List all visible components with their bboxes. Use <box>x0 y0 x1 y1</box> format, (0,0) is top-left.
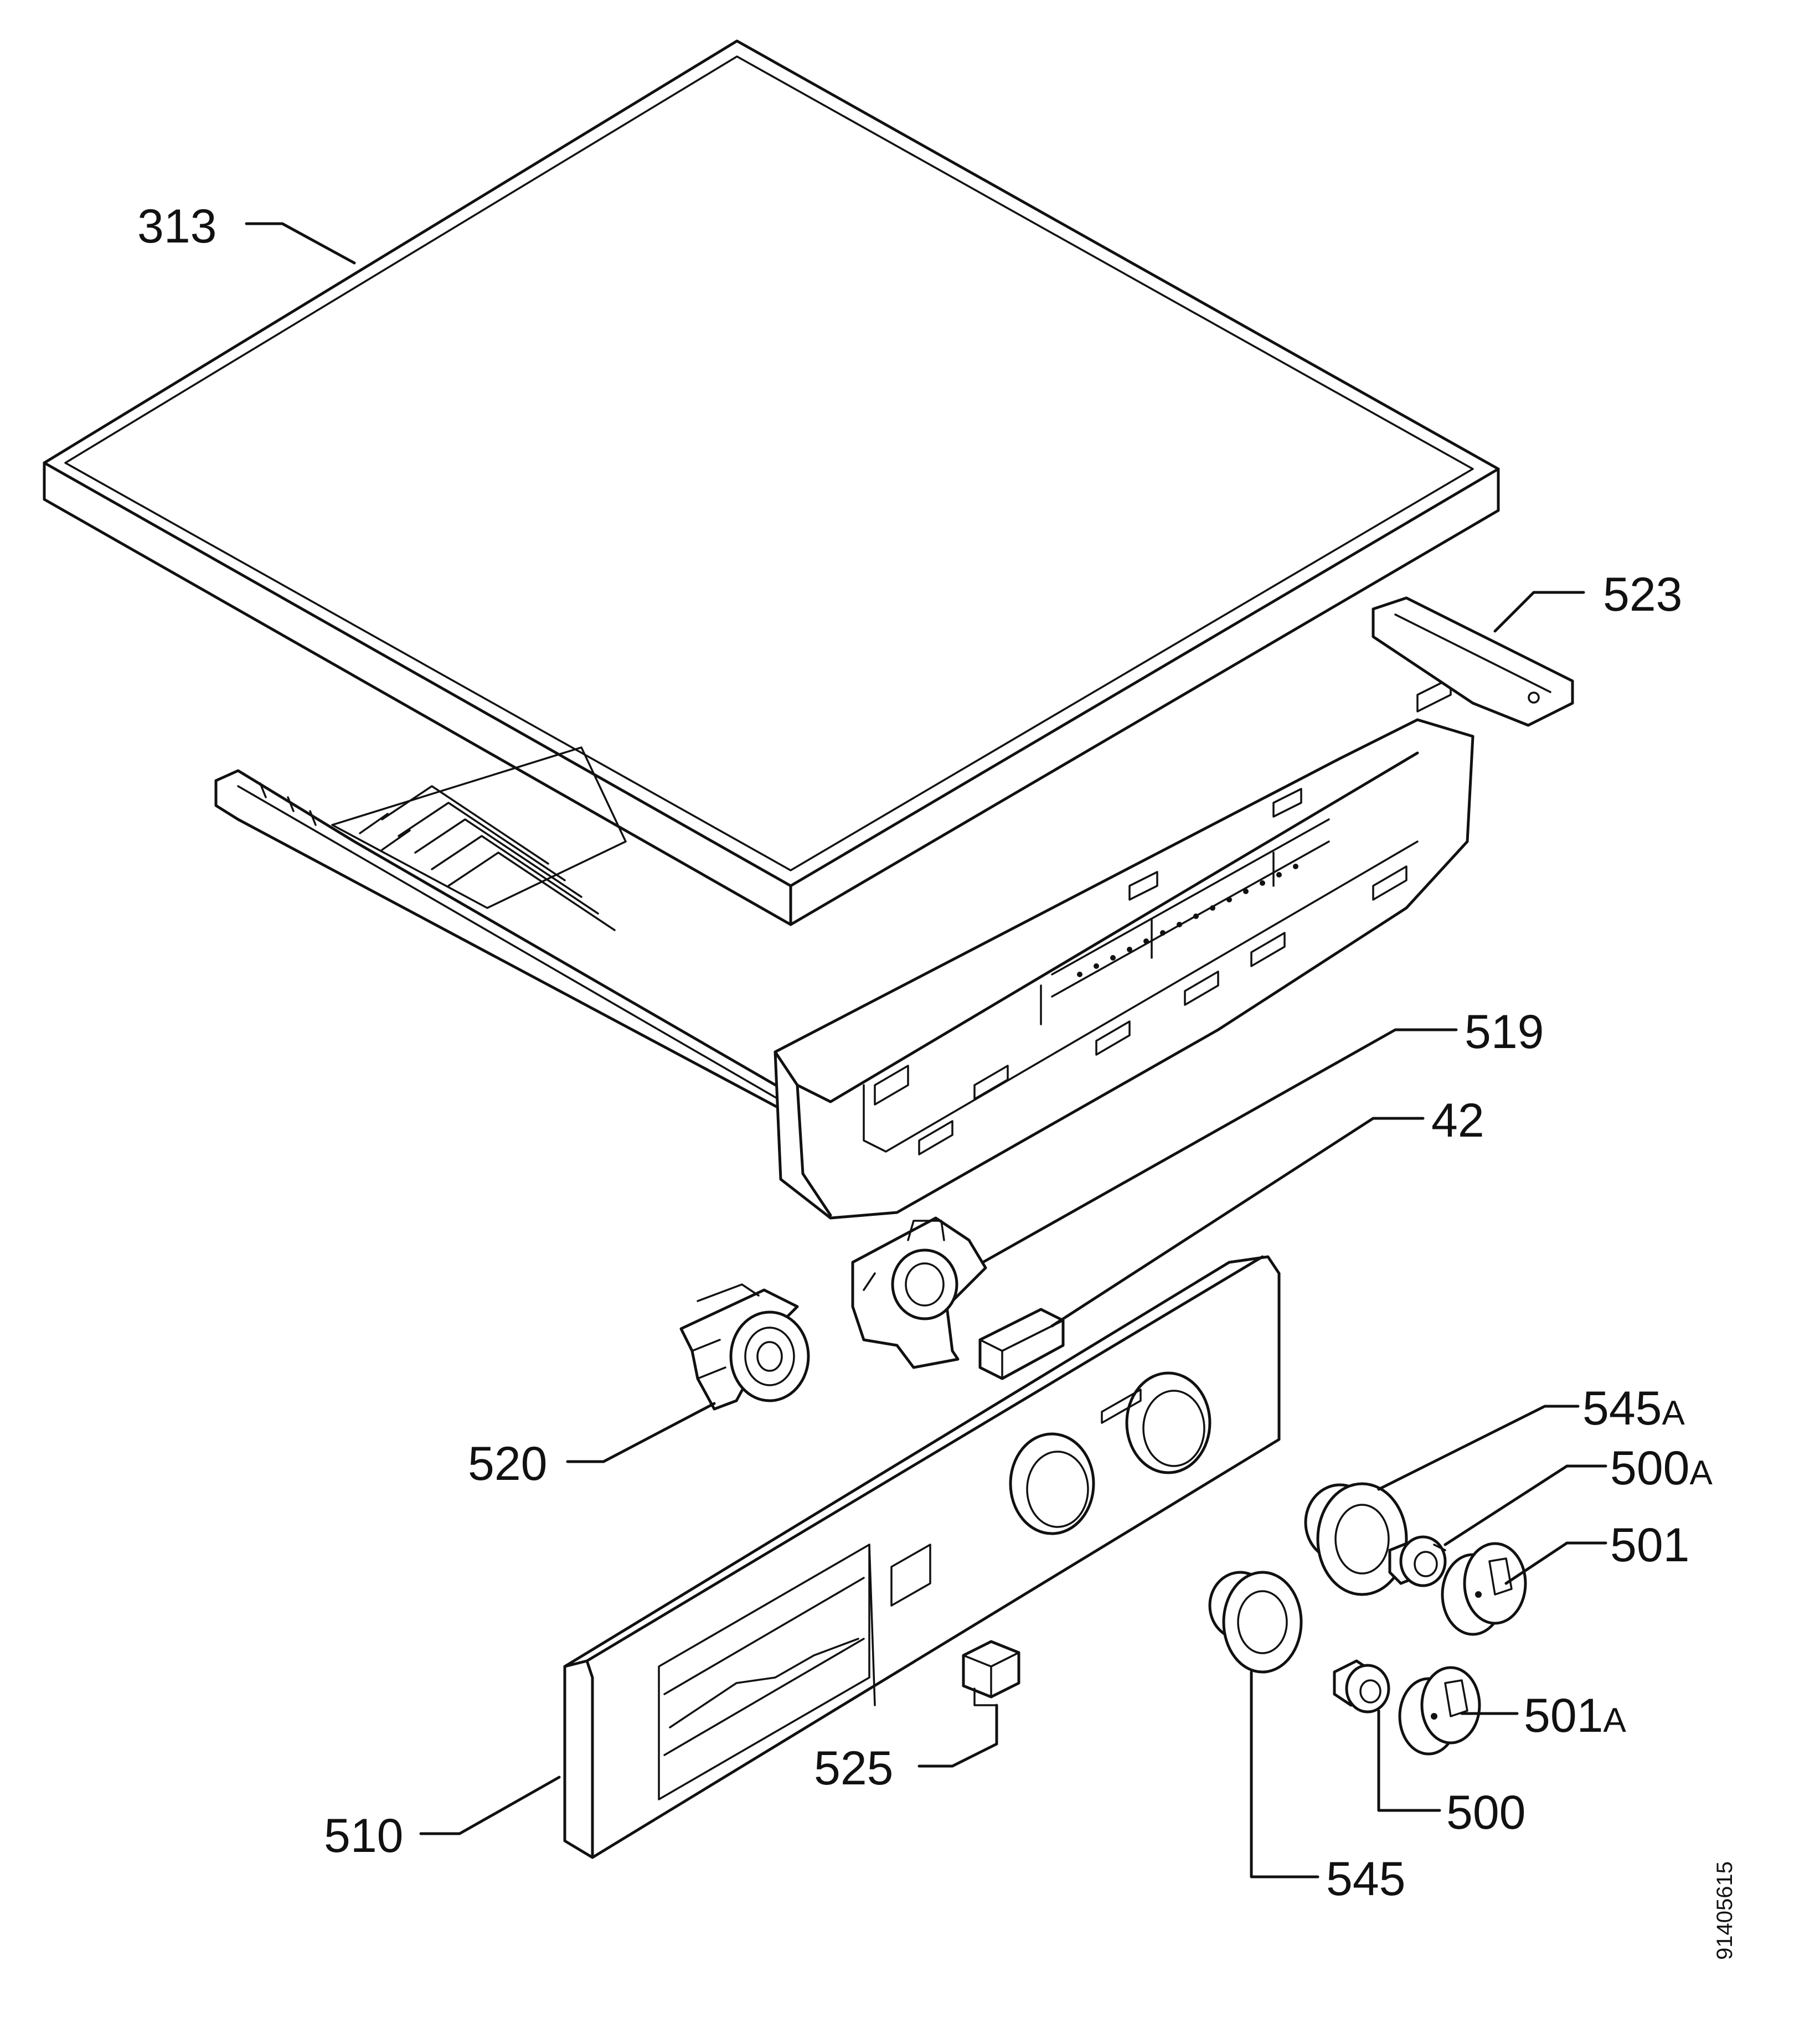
drawing-code: 91405615 <box>1713 1861 1737 1960</box>
part-501-knob[interactable] <box>1441 1542 1527 1636</box>
callout-520: 520 <box>468 1437 548 1490</box>
callout-523: 523 <box>1603 568 1683 621</box>
part-500A-spindle[interactable] <box>1388 1535 1447 1587</box>
callout-313: 313 <box>137 200 217 253</box>
part-510-control-panel[interactable] <box>563 1255 1281 1859</box>
part-525-push-switch[interactable] <box>962 1640 1020 1706</box>
leader-519 <box>981 1028 1458 1264</box>
part-42-connector[interactable] <box>978 1308 1065 1380</box>
leader-510 <box>419 1776 561 1835</box>
callout-510: 510 <box>324 1809 404 1862</box>
leader-lines <box>245 222 1607 1878</box>
leader-500 <box>1377 1709 1441 1812</box>
leader-525 <box>917 1704 998 1768</box>
callout-42: 42 <box>1431 1094 1484 1147</box>
leader-42 <box>1050 1117 1425 1328</box>
leader-520 <box>566 1402 716 1463</box>
part-501A-knob[interactable] <box>1398 1666 1481 1756</box>
part-545-knob-bezel[interactable] <box>1208 1571 1303 1674</box>
part-523-panel-frame[interactable] <box>214 596 1574 1220</box>
part-520-rotary-switch[interactable] <box>679 1283 810 1411</box>
callout-labels: 313 523 519 42 520 545A 500A 501 501A 52… <box>137 200 1713 1906</box>
callout-545A: 545A <box>1582 1382 1685 1435</box>
callout-501: 501 <box>1610 1519 1690 1572</box>
callout-500: 500 <box>1446 1786 1526 1839</box>
part-519-switch-housing[interactable] <box>851 1216 987 1369</box>
callout-519: 519 <box>1465 1005 1544 1059</box>
leader-500A <box>1443 1464 1607 1546</box>
part-545A-knob-bezel[interactable] <box>1304 1482 1408 1596</box>
leader-545A <box>1377 1405 1580 1491</box>
leader-313 <box>245 222 356 265</box>
callout-525: 525 <box>814 1742 894 1795</box>
leader-501 <box>1504 1541 1607 1585</box>
callout-545: 545 <box>1326 1852 1406 1906</box>
leader-545 <box>1250 1670 1319 1878</box>
callout-501A: 501A <box>1524 1689 1627 1742</box>
part-500-spindle[interactable] <box>1333 1659 1390 1714</box>
leader-523 <box>1493 591 1585 633</box>
part-313-top-cover[interactable] <box>43 39 1500 926</box>
callout-500A: 500A <box>1610 1442 1713 1495</box>
frame-perforations <box>1077 864 1298 977</box>
